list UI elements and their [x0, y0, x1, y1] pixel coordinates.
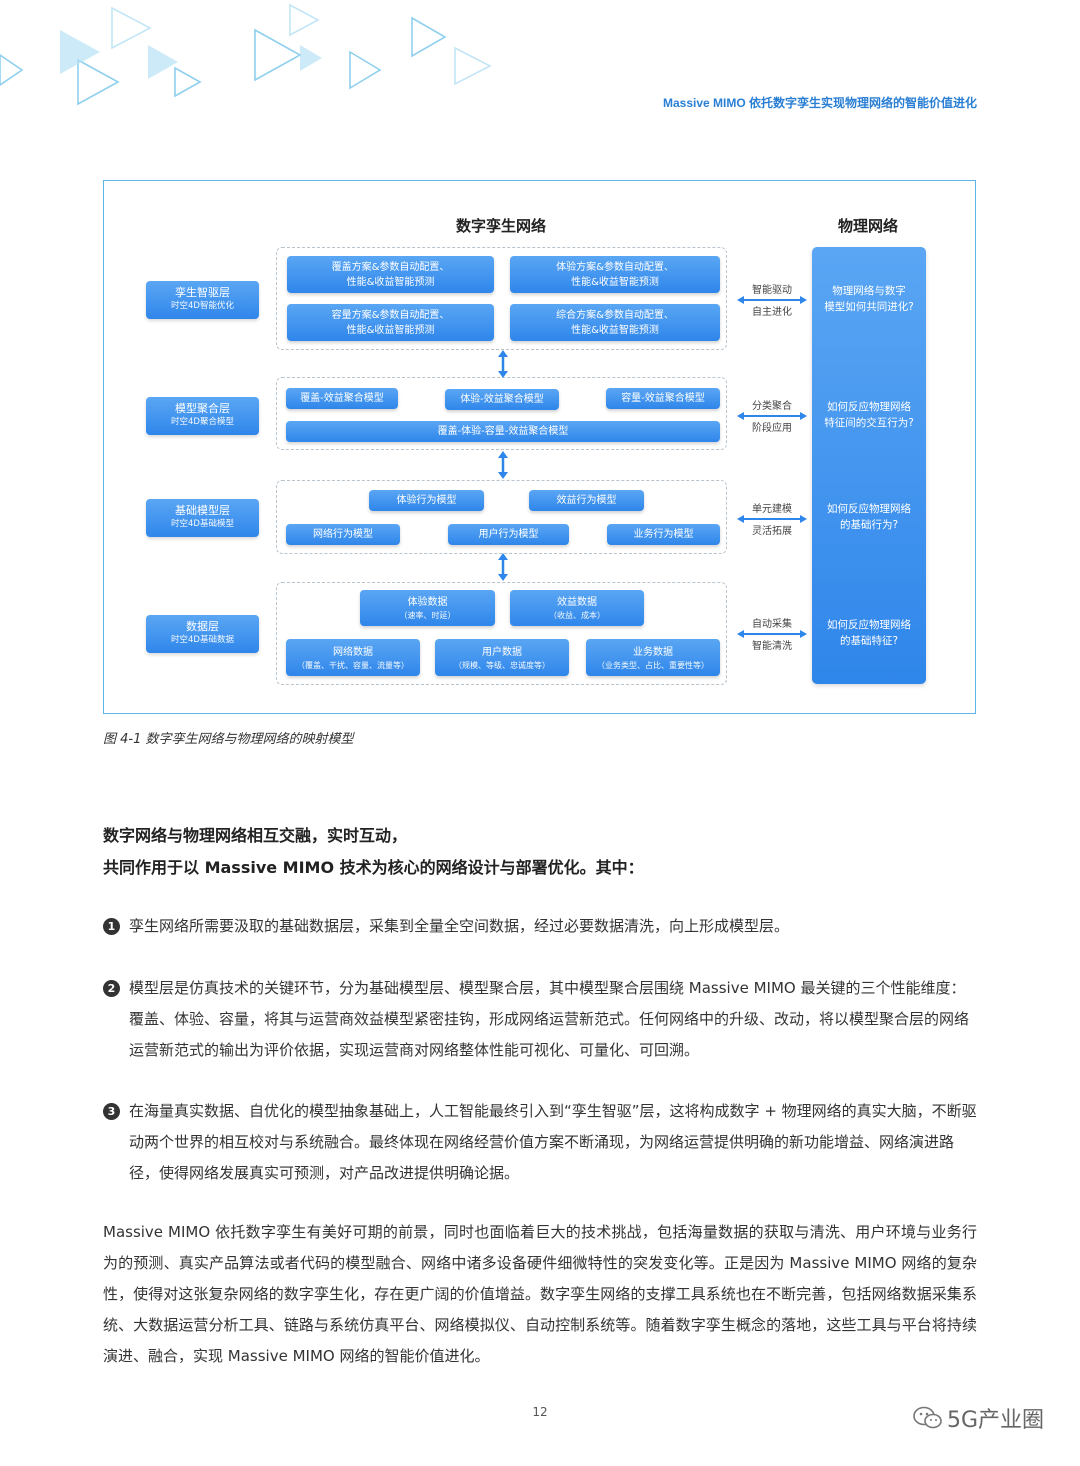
twin-box-line: 体验方案&参数自动配置、 — [556, 260, 674, 275]
twin-box-capacity: 容量方案&参数自动配置、 性能&收益智能预测 — [287, 304, 494, 341]
item-number: 1 — [103, 918, 120, 935]
question-line: 如何反应物理网络 — [827, 503, 911, 515]
twin-box-line: 综合方案&参数自动配置、 — [556, 308, 674, 323]
twin-box-line: 性能&收益智能预测 — [571, 275, 659, 290]
data-user: 用户数据 （规模、等级、忠诚度等） — [435, 639, 569, 676]
layer-data: 数据层 时空4D基础数据 — [146, 615, 259, 653]
item-number: 3 — [103, 1103, 120, 1120]
item-text: 模型层是仿真技术的关键环节，分为基础模型层、模型聚合层，其中模型聚合层围绕 Ma… — [129, 973, 977, 1066]
agg-model-combined: 覆盖-体验-容量-效益聚合模型 — [286, 421, 720, 442]
question-line: 如何反应物理网络 — [827, 401, 911, 413]
agg-model-capacity: 容量-效益聚合模型 — [606, 388, 720, 409]
data-name: 网络数据 — [333, 645, 373, 660]
physical-question: 如何反应物理网络 的基础行为? — [812, 501, 926, 533]
physical-question: 物理网络与数字 模型如何共同进化? — [812, 283, 926, 315]
data-service: 业务数据 （业务类型、占比、重要性等） — [586, 639, 720, 676]
connector-label: 智能清洗 — [737, 637, 807, 652]
layer-base-model: 基础模型层 时空4D基础模型 — [146, 499, 259, 537]
agg-model-experience: 体验-效益聚合模型 — [445, 389, 559, 410]
list-item: 1 孪生网络所需要汲取的基础数据层，采集到全量全空间数据，经过必要数据清洗，向上… — [103, 911, 977, 942]
physical-question: 如何反应物理网络 的基础特征? — [812, 617, 926, 649]
data-name: 效益数据 — [557, 595, 597, 610]
figure-caption: 图 4-1 数字孪生网络与物理网络的映射模型 — [103, 728, 354, 747]
twin-box-line: 覆盖方案&参数自动配置、 — [332, 260, 450, 275]
question-line: 的基础特征? — [840, 635, 898, 647]
connector-label: 自动采集 — [737, 615, 807, 630]
layer-twin-drive: 孪生智驱层 时空4D智能优化 — [146, 281, 259, 319]
body-paragraph: Massive MIMO 依托数字孪生有美好可期的前景，同时也面临着巨大的技术挑… — [103, 1217, 977, 1372]
twin-box-experience: 体验方案&参数自动配置、 性能&收益智能预测 — [510, 256, 720, 293]
item-text: 在海量真实数据、自优化的模型抽象基础上，人工智能最终引入到“孪生智驱”层，这将构… — [129, 1096, 977, 1189]
layer-name: 孪生智驱层 — [146, 281, 259, 300]
list-item: 2 模型层是仿真技术的关键环节，分为基础模型层、模型聚合层，其中模型聚合层围绕 … — [103, 973, 977, 1066]
twin-box-coverage: 覆盖方案&参数自动配置、 性能&收益智能预测 — [287, 256, 494, 293]
connector-label: 灵活拓展 — [737, 522, 807, 537]
question-line: 模型如何共同进化? — [824, 301, 914, 313]
vertical-arrow-icon — [497, 553, 509, 581]
layer-name: 模型聚合层 — [146, 397, 259, 416]
twin-box-line: 性能&收益智能预测 — [571, 323, 659, 338]
header-decoration — [0, 0, 520, 120]
data-name: 体验数据 — [408, 595, 448, 610]
data-name: 业务数据 — [633, 645, 673, 660]
layer-sub: 时空4D聚合模型 — [146, 416, 259, 428]
list-item: 3 在海量真实数据、自优化的模型抽象基础上，人工智能最终引入到“孪生智驱”层，这… — [103, 1096, 977, 1189]
layer-name: 基础模型层 — [146, 499, 259, 518]
connector-label: 自主进化 — [737, 303, 807, 318]
data-sub: （规模、等级、忠诚度等） — [454, 660, 550, 671]
layer-name: 数据层 — [146, 615, 259, 634]
data-name: 用户数据 — [482, 645, 522, 660]
connector-label: 阶段应用 — [737, 419, 807, 434]
twin-box-comprehensive: 综合方案&参数自动配置、 性能&收益智能预测 — [510, 304, 720, 341]
data-sub: （速率、时延） — [400, 610, 456, 621]
digital-twin-title: 数字孪生网络 — [456, 215, 546, 236]
data-sub: （覆盖、干扰、容量、流量等） — [297, 660, 409, 671]
question-line: 物理网络与数字 — [832, 285, 906, 297]
agg-model-coverage: 覆盖-效益聚合模型 — [286, 388, 398, 409]
connector-base-model: 单元建模 灵活拓展 — [737, 500, 807, 540]
vertical-arrow-icon — [497, 451, 509, 479]
intro-heading: 数字网络与物理网络相互交融，实时互动， 共同作用于以 Massive MIMO … — [103, 820, 977, 884]
data-experience: 体验数据 （速率、时延） — [360, 590, 495, 626]
layer-sub: 时空4D基础数据 — [146, 634, 259, 646]
watermark-text: 5G产业圈 — [947, 1402, 1044, 1434]
item-text: 孪生网络所需要汲取的基础数据层，采集到全量全空间数据，经过必要数据清洗，向上形成… — [129, 911, 977, 942]
twin-box-line: 性能&收益智能预测 — [347, 275, 435, 290]
wechat-icon — [913, 1405, 943, 1431]
physical-network-title: 物理网络 — [838, 215, 898, 236]
data-benefit: 效益数据 （收益、成本） — [510, 590, 644, 626]
physical-question: 如何反应物理网络 特征间的交互行为? — [812, 399, 926, 431]
data-network: 网络数据 （覆盖、干扰、容量、流量等） — [286, 639, 420, 676]
connector-label: 智能驱动 — [737, 281, 807, 296]
twin-box-line: 性能&收益智能预测 — [347, 323, 435, 338]
connector-label: 单元建模 — [737, 500, 807, 515]
layer-sub: 时空4D基础模型 — [146, 518, 259, 530]
intro-line: 数字网络与物理网络相互交融，实时互动， — [103, 820, 977, 852]
connector-data: 自动采集 智能清洗 — [737, 615, 807, 655]
data-sub: （收益、成本） — [549, 610, 605, 621]
intro-line: 共同作用于以 Massive MIMO 技术为核心的网络设计与部署优化。其中： — [103, 852, 977, 884]
base-model-benefit: 效益行为模型 — [529, 490, 644, 511]
question-line: 如何反应物理网络 — [827, 619, 911, 631]
base-model-user: 用户行为模型 — [448, 524, 569, 545]
layer-sub: 时空4D智能优化 — [146, 300, 259, 312]
base-model-network: 网络行为模型 — [286, 524, 400, 545]
connector-drive: 智能驱动 自主进化 — [737, 281, 807, 321]
question-line: 特征间的交互行为? — [824, 417, 914, 429]
base-model-service: 业务行为模型 — [607, 524, 720, 545]
base-model-experience: 体验行为模型 — [369, 490, 484, 511]
header-title: Massive MIMO 依托数字孪生实现物理网络的智能价值进化 — [663, 94, 977, 111]
item-number: 2 — [103, 980, 120, 997]
connector-aggregation: 分类聚合 阶段应用 — [737, 397, 807, 437]
watermark: 5G产业圈 — [913, 1402, 1044, 1434]
question-line: 的基础行为? — [840, 519, 898, 531]
layer-model-aggregation: 模型聚合层 时空4D聚合模型 — [146, 397, 259, 435]
twin-box-line: 容量方案&参数自动配置、 — [332, 308, 450, 323]
data-sub: （业务类型、占比、重要性等） — [597, 660, 709, 671]
vertical-arrow-icon — [497, 350, 509, 378]
connector-label: 分类聚合 — [737, 397, 807, 412]
